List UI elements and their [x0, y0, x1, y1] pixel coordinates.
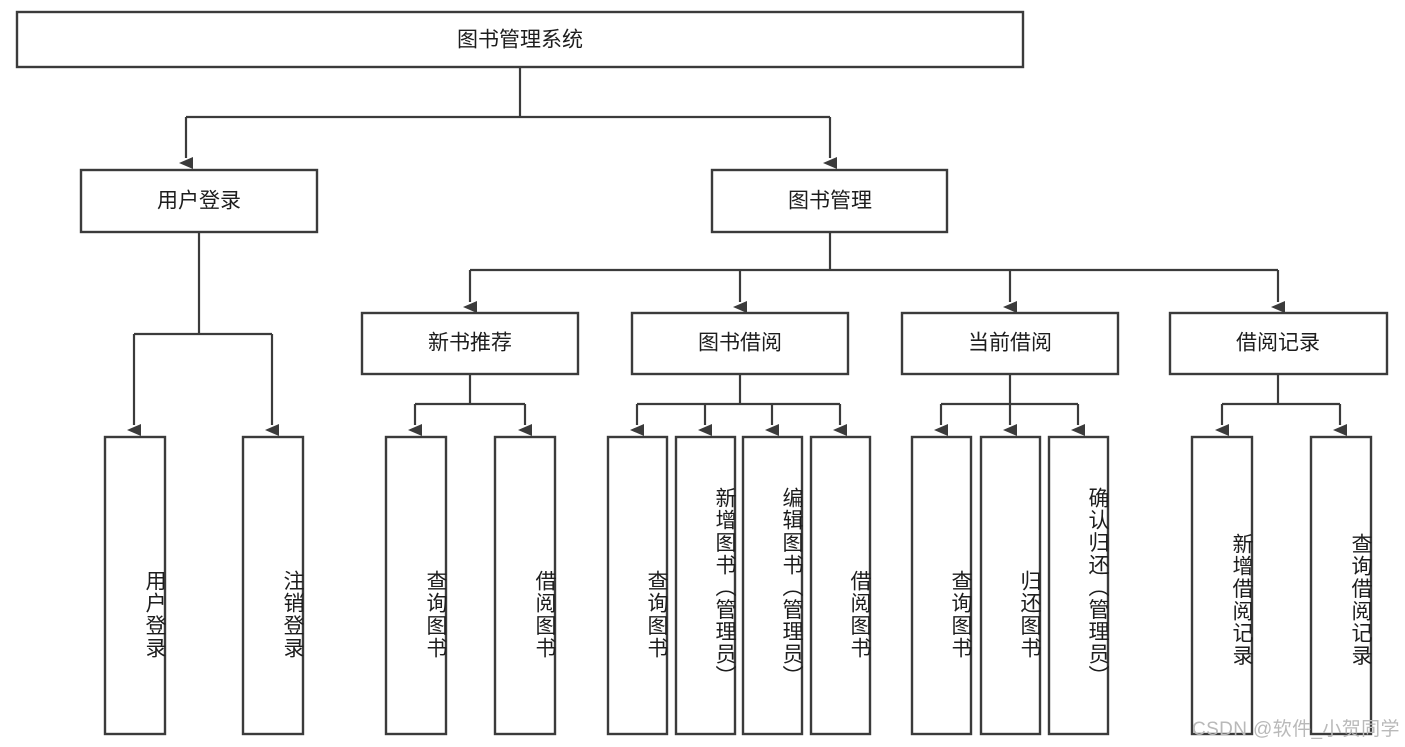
node-current-borrow[interactable]: 当前借阅: [900, 311, 1120, 376]
connector-borrow-record-to-leaves: [1215, 374, 1347, 436]
csdn-watermark: CSDN @软件_小贺同学: [1192, 719, 1400, 740]
node-root-label: 图书管理系统: [457, 29, 583, 52]
leaf-box-borrow-record-2[interactable]: [1309, 435, 1373, 736]
connector-user-login-to-leaves: [127, 232, 279, 436]
leaf-box-new-book-1[interactable]: [384, 435, 448, 736]
connector-book-manage-to-level3: [463, 232, 1285, 313]
node-borrow-record-label: 借阅记录: [1236, 332, 1320, 355]
connector-root-to-level2: [179, 67, 837, 169]
node-current-borrow-label: 当前借阅: [968, 332, 1052, 355]
node-book-borrow-label: 图书借阅: [698, 332, 782, 355]
node-new-book-recommend-label: 新书推荐: [428, 332, 512, 355]
leaf-box-current-borrow-2[interactable]: [979, 435, 1042, 736]
leaf-box-book-borrow-2[interactable]: [674, 435, 737, 736]
node-borrow-record[interactable]: 借阅记录: [1168, 311, 1389, 376]
node-user-login-label: 用户登录: [157, 190, 241, 213]
leaf-box-current-borrow-3[interactable]: [1047, 435, 1110, 736]
node-new-book-recommend[interactable]: 新书推荐: [360, 311, 580, 376]
leaf-box-new-book-2[interactable]: [493, 435, 557, 736]
node-book-borrow[interactable]: 图书借阅: [630, 311, 850, 376]
node-book-management-label: 图书管理: [788, 190, 872, 213]
leaf-box-book-borrow-3[interactable]: [741, 435, 804, 736]
node-root-book-management-system[interactable]: 图书管理系统: [15, 10, 1025, 69]
connector-book-borrow-to-leaves: [630, 374, 847, 436]
node-user-login[interactable]: 用户登录: [79, 168, 319, 234]
leaf-box-book-borrow-1[interactable]: [606, 435, 669, 736]
node-book-management[interactable]: 图书管理: [710, 168, 949, 234]
connector-current-borrow-to-leaves: [934, 374, 1085, 436]
connector-new-book-to-leaves: [408, 374, 532, 436]
leaf-box-user-login-2[interactable]: [241, 435, 305, 736]
leaf-box-borrow-record-1[interactable]: [1190, 435, 1254, 736]
leaf-box-book-borrow-4[interactable]: [809, 435, 872, 736]
leaf-box-user-login-1[interactable]: [103, 435, 167, 736]
leaf-box-current-borrow-1[interactable]: [910, 435, 973, 736]
